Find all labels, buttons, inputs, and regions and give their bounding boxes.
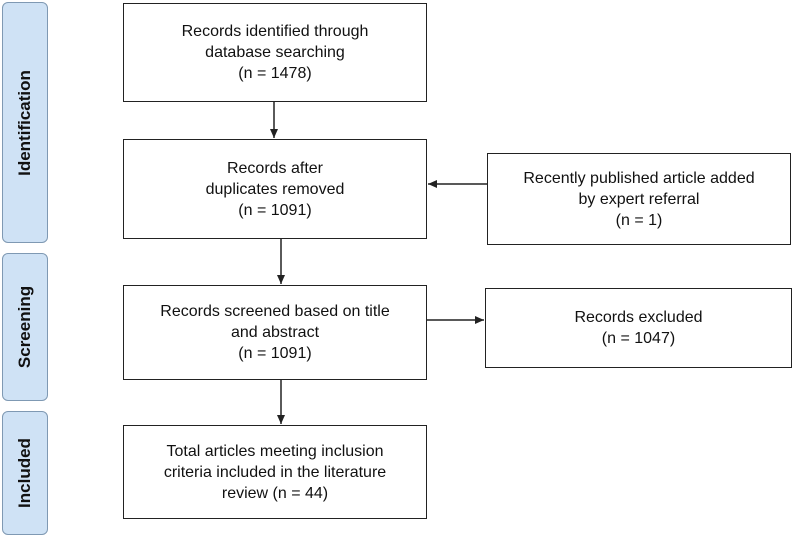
records-screened-box: Records screened based on title and abst… — [123, 285, 427, 380]
records-identified-line-1: Records identified through — [181, 23, 369, 40]
included-articles-box: Total articles meeting inclusion criteri… — [123, 425, 427, 519]
screened-count: (n = 1091) — [238, 345, 312, 362]
phase-included: Included — [2, 411, 48, 535]
expert-referral-line-1: Recently published article added — [523, 169, 755, 187]
screened-line-2: and abstract — [230, 324, 320, 341]
records-identified-box: Records identified through database sear… — [123, 3, 427, 102]
expert-referral-box: Recently published article added by expe… — [487, 153, 791, 245]
records-excluded-box: Records excluded (n = 1047) — [485, 288, 792, 368]
records-identified-count: (n = 1478) — [238, 65, 312, 82]
included-line-3: review (n = 44) — [221, 484, 329, 502]
phase-screening: Screening — [2, 253, 48, 401]
records-after-duplicates-box: Records after duplicates removed (n = 10… — [123, 139, 427, 239]
excluded-line-1: Records excluded — [574, 309, 703, 326]
screened-line-1: Records screened based on title — [160, 303, 390, 320]
after-duplicates-count: (n = 1091) — [238, 201, 312, 219]
included-line-1: Total articles meeting inclusion — [166, 442, 384, 460]
excluded-count: (n = 1047) — [601, 330, 676, 347]
included-line-2: criteria included in the literature — [163, 463, 387, 481]
expert-referral-line-2: by expert referral — [578, 190, 700, 208]
phase-identification: Identification — [2, 2, 48, 243]
after-duplicates-line-1: Records after — [226, 159, 324, 177]
expert-referral-count: (n = 1) — [615, 211, 663, 229]
after-duplicates-line-2: duplicates removed — [205, 180, 345, 198]
records-identified-line-2: database searching — [205, 44, 345, 61]
